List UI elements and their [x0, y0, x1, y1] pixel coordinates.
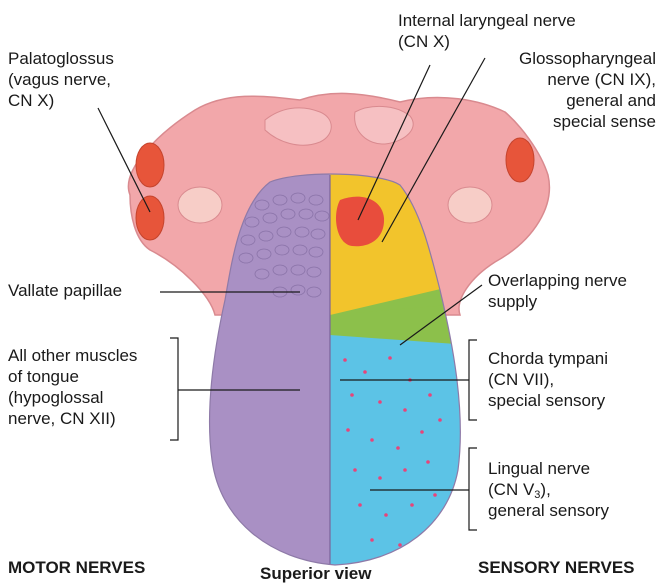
tonsil-left-upper [136, 143, 164, 187]
cn-v3-region-blue [330, 335, 470, 570]
taste-bud-dot [403, 408, 407, 412]
label-line: CN X) [8, 90, 114, 111]
taste-bud-dot [388, 356, 392, 360]
taste-bud-dot [433, 493, 437, 497]
palatine-ridge-right [448, 187, 492, 223]
taste-bud-dot [428, 393, 432, 397]
taste-bud-dot [353, 468, 357, 472]
taste-bud-dot [343, 358, 347, 362]
heading-motor-nerves: MOTOR NERVES [8, 558, 145, 578]
label-line: Lingual nerve [488, 458, 609, 479]
label-line: special sensory [488, 390, 608, 411]
label-line: All other muscles [8, 345, 137, 366]
label-other-muscles: All other muscles of tongue (hypoglossal… [8, 345, 137, 429]
taste-bud-dot [396, 446, 400, 450]
taste-bud-dot [426, 460, 430, 464]
taste-bud-dot [350, 393, 354, 397]
taste-bud-dot [438, 418, 442, 422]
label-line: nerve, CN XII) [8, 408, 137, 429]
bracket-other-muscles [170, 338, 178, 440]
taste-bud-dot [346, 428, 350, 432]
taste-bud-dot [403, 468, 407, 472]
label-line: (CN V3), [488, 479, 609, 500]
taste-bud-dot [370, 438, 374, 442]
label-line: nerve (CN IX), [519, 69, 656, 90]
label-glossopharyngeal: Glossopharyngeal nerve (CN IX), general … [519, 48, 656, 132]
taste-bud-dot [398, 543, 402, 547]
label-line: Chorda tympani [488, 348, 608, 369]
taste-bud-dot [384, 513, 388, 517]
label-fragment: ), [540, 480, 550, 499]
label-line: general and [519, 90, 656, 111]
label-line: Overlapping nerve [488, 270, 627, 291]
label-line: Internal laryngeal nerve [398, 10, 576, 31]
label-line: (hypoglossal [8, 387, 137, 408]
label-overlapping: Overlapping nerve supply [488, 270, 627, 312]
taste-bud-dot [358, 503, 362, 507]
label-line: (CN VII), [488, 369, 608, 390]
label-chorda-tympani: Chorda tympani (CN VII), special sensory [488, 348, 608, 411]
label-line: of tongue [8, 366, 137, 387]
tonsil-left-lower [136, 196, 164, 240]
label-line: Palatoglossus [8, 48, 114, 69]
label-line: special sense [519, 111, 656, 132]
label-line: Vallate papillae [8, 280, 122, 301]
label-line: Glossopharyngeal [519, 48, 656, 69]
label-palatoglossus: Palatoglossus (vagus nerve, CN X) [8, 48, 114, 111]
heading-superior-view: Superior view [260, 564, 371, 584]
label-line: supply [488, 291, 627, 312]
palatine-ridge-left [178, 187, 222, 223]
label-lingual-nerve: Lingual nerve (CN V3), general sensory [488, 458, 609, 521]
taste-bud-dot [378, 476, 382, 480]
taste-bud-dot [370, 538, 374, 542]
heading-sensory-nerves: SENSORY NERVES [478, 558, 635, 578]
taste-bud-dot [420, 430, 424, 434]
label-fragment: (CN V [488, 480, 534, 499]
label-vallate-papillae: Vallate papillae [8, 280, 122, 301]
label-line: general sensory [488, 500, 609, 521]
taste-bud-dot [378, 400, 382, 404]
taste-bud-dot [410, 503, 414, 507]
bracket-lingual [469, 448, 477, 530]
label-internal-laryngeal: Internal laryngeal nerve (CN X) [398, 10, 576, 52]
bracket-chorda-tympani [469, 340, 477, 420]
label-line: (vagus nerve, [8, 69, 114, 90]
tonsil-right [506, 138, 534, 182]
taste-bud-dot [363, 370, 367, 374]
